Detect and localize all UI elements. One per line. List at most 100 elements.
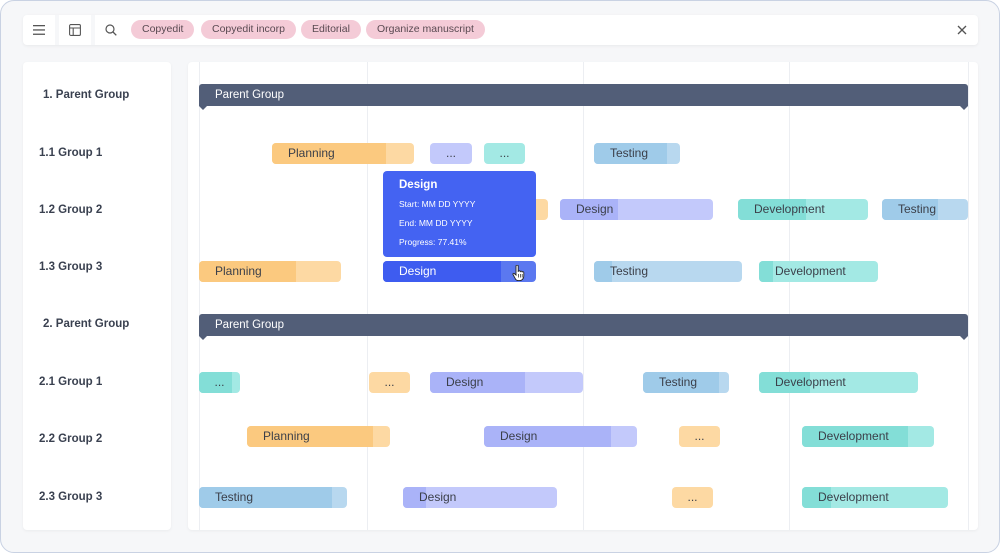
progress-fill bbox=[560, 199, 619, 220]
progress-fill bbox=[199, 487, 333, 508]
task-bar[interactable]: Testing bbox=[643, 372, 729, 393]
progress-fill bbox=[199, 261, 296, 282]
toolbar-divider bbox=[91, 15, 95, 45]
task-label: ... bbox=[214, 375, 225, 389]
task-bar[interactable]: Testing bbox=[594, 143, 680, 164]
filter-tag[interactable]: Copyedit incorp bbox=[201, 20, 296, 39]
bar-notch bbox=[199, 336, 207, 340]
progress-fill bbox=[594, 261, 612, 282]
row-label: 2.3 Group 3 bbox=[39, 491, 103, 503]
task-label: Design bbox=[399, 264, 437, 278]
grid-line bbox=[968, 62, 969, 530]
filter-tag[interactable]: Organize manuscript bbox=[366, 20, 485, 39]
filter-tag[interactable]: Editorial bbox=[301, 20, 361, 39]
progress-fill bbox=[484, 426, 611, 447]
task-bar[interactable]: ... bbox=[369, 372, 410, 393]
task-label: Testing bbox=[610, 146, 649, 160]
task-label: Design bbox=[576, 202, 614, 216]
task-bar[interactable]: ... bbox=[484, 143, 525, 164]
task-bar[interactable]: Planning bbox=[247, 426, 390, 447]
task-label: Planning bbox=[263, 429, 310, 443]
task-label: ... bbox=[499, 146, 510, 160]
task-label: Testing bbox=[215, 490, 254, 504]
layout-button[interactable] bbox=[59, 15, 91, 45]
task-label: Testing bbox=[610, 264, 649, 278]
tooltip-start: Start: MM DD YYYY bbox=[399, 199, 476, 209]
task-bar[interactable]: Design bbox=[430, 372, 583, 393]
task-bar[interactable]: Development bbox=[802, 487, 948, 508]
task-bar[interactable]: Testing bbox=[882, 199, 968, 220]
task-label: ... bbox=[445, 146, 456, 160]
progress-fill bbox=[759, 261, 774, 282]
task-bar[interactable]: Design bbox=[403, 487, 557, 508]
progress-fill bbox=[643, 372, 719, 393]
search-icon bbox=[105, 24, 117, 36]
task-label: Development bbox=[754, 202, 825, 216]
bar-notch bbox=[960, 106, 968, 110]
parent-group-label: Parent Group bbox=[215, 319, 285, 331]
task-label: Development bbox=[818, 490, 889, 504]
task-label: Design bbox=[446, 375, 484, 389]
task-bar[interactable]: ... bbox=[430, 143, 472, 164]
row-labels-panel: 1. Parent Group 1.1 Group 1 1.2 Group 2 … bbox=[23, 62, 171, 530]
filter-tag[interactable]: Copyedit bbox=[131, 20, 195, 39]
task-bar[interactable]: Design bbox=[484, 426, 637, 447]
progress-fill bbox=[759, 372, 810, 393]
progress-fill bbox=[882, 199, 938, 220]
grid-line bbox=[199, 62, 200, 530]
layout-icon bbox=[69, 24, 81, 36]
progress-fill bbox=[403, 487, 427, 508]
task-bar[interactable]: Design bbox=[560, 199, 713, 220]
task-bar[interactable]: Testing bbox=[199, 487, 347, 508]
row-label: 1.3 Group 3 bbox=[39, 261, 103, 273]
task-label: Planning bbox=[215, 264, 262, 278]
progress-fill bbox=[272, 143, 386, 164]
task-bar[interactable]: ... bbox=[199, 372, 240, 393]
grid-line bbox=[367, 62, 368, 530]
task-label: Development bbox=[775, 264, 846, 278]
task-label: Design bbox=[500, 429, 538, 443]
progress-fill bbox=[802, 426, 908, 447]
row-label: 2.2 Group 2 bbox=[39, 433, 103, 445]
row-label: 1. Parent Group bbox=[43, 89, 130, 101]
parent-group-bar[interactable]: Parent Group bbox=[199, 84, 968, 110]
task-bar[interactable]: Planning bbox=[199, 261, 341, 282]
task-bar[interactable]: Testing bbox=[594, 261, 742, 282]
task-label: ... bbox=[384, 375, 395, 389]
task-tooltip: Design Start: MM DD YYYY End: MM DD YYYY… bbox=[383, 171, 536, 257]
task-bar[interactable]: Development bbox=[802, 426, 934, 447]
parent-group-bar[interactable]: Parent Group bbox=[199, 314, 968, 340]
row-label: 2.1 Group 1 bbox=[39, 376, 103, 388]
task-label: Testing bbox=[898, 202, 937, 216]
tooltip-title: Design bbox=[399, 179, 438, 191]
grid-line bbox=[789, 62, 790, 530]
progress-fill bbox=[199, 372, 232, 393]
task-bar[interactable]: ... bbox=[672, 487, 713, 508]
task-label: ... bbox=[687, 490, 698, 504]
toolbar: Copyedit Copyedit incorp Editorial Organ… bbox=[23, 15, 978, 45]
task-label: Planning bbox=[288, 146, 335, 160]
task-bar[interactable]: Development bbox=[738, 199, 868, 220]
progress-fill bbox=[594, 143, 668, 164]
task-label: Development bbox=[818, 429, 889, 443]
task-bar[interactable]: Development bbox=[759, 372, 918, 393]
progress-fill bbox=[738, 199, 806, 220]
bar-notch bbox=[960, 336, 968, 340]
hamburger-icon bbox=[33, 25, 45, 35]
task-label: Testing bbox=[659, 375, 698, 389]
progress-fill bbox=[383, 261, 502, 282]
task-bar-selected[interactable]: Design bbox=[383, 261, 536, 282]
task-bar[interactable]: ... bbox=[679, 426, 720, 447]
progress-fill bbox=[247, 426, 373, 447]
task-bar[interactable]: Development bbox=[759, 261, 878, 282]
tooltip-end: End: MM DD YYYY bbox=[399, 218, 473, 228]
tooltip-progress: Progress: 77.41% bbox=[399, 237, 467, 247]
task-bar[interactable]: Planning bbox=[272, 143, 414, 164]
menu-button[interactable] bbox=[23, 15, 55, 45]
grid-line bbox=[583, 62, 584, 530]
search-button[interactable] bbox=[95, 15, 127, 45]
task-label: ... bbox=[694, 429, 705, 443]
close-icon bbox=[957, 25, 967, 35]
task-label: Design bbox=[419, 490, 457, 504]
close-button[interactable] bbox=[946, 15, 978, 45]
